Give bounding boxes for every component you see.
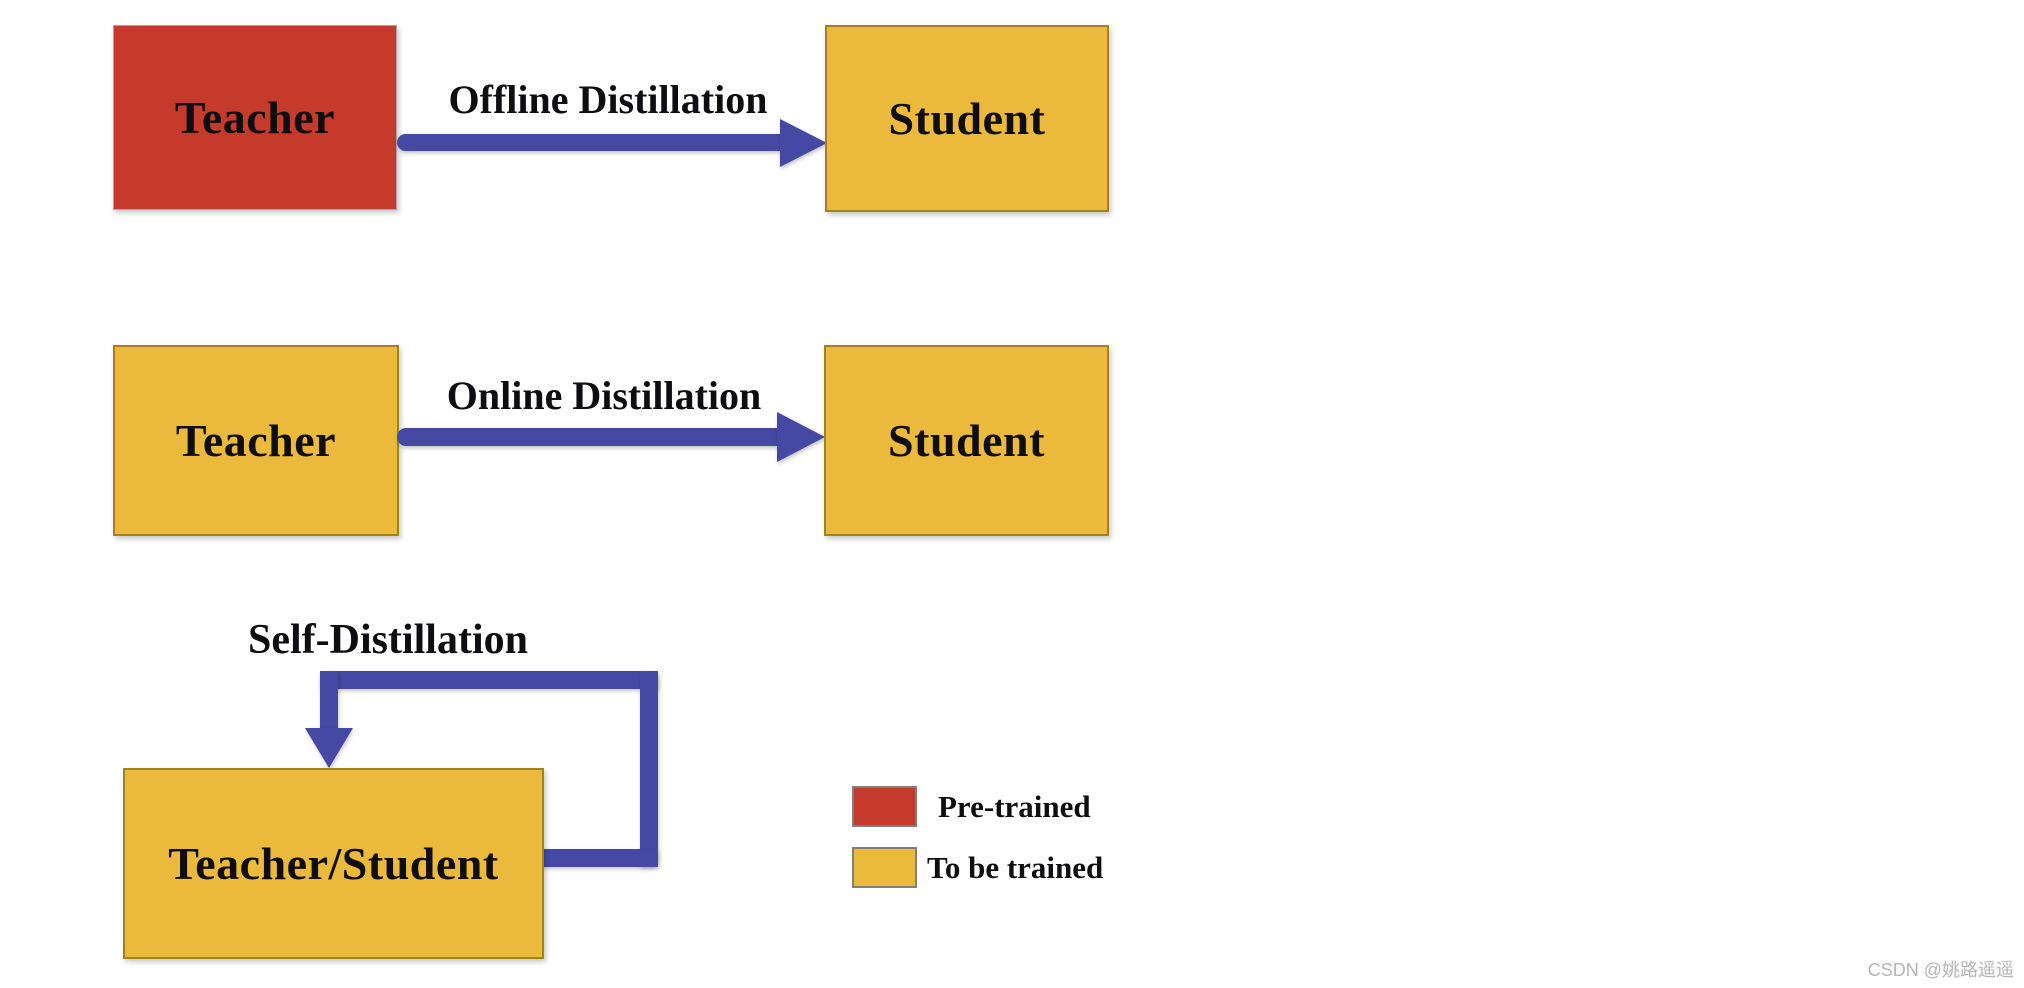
offline-arrow-head-icon bbox=[780, 119, 827, 167]
online-arrow-head-icon bbox=[777, 412, 825, 462]
offline-teacher-label: Teacher bbox=[174, 92, 336, 143]
online-teacher-label: Teacher bbox=[175, 415, 337, 466]
legend-pretrained-label: Pre-trained bbox=[938, 789, 1091, 824]
online-student-label: Student bbox=[888, 415, 1045, 466]
offline-teacher-box: Teacher bbox=[113, 25, 397, 210]
legend-tobetrained-label: To be trained bbox=[927, 850, 1104, 885]
teacher-student-label: Teacher/Student bbox=[168, 838, 499, 889]
self-loop-right-segment bbox=[640, 671, 658, 867]
online-teacher-box: Teacher bbox=[113, 345, 399, 536]
legend-pretrained-swatch bbox=[852, 786, 917, 827]
offline-distillation-label: Offline Distillation bbox=[448, 77, 768, 122]
self-loop-down-segment bbox=[320, 671, 338, 730]
legend-tobetrained-swatch bbox=[852, 847, 917, 888]
offline-student-box: Student bbox=[825, 25, 1109, 212]
teacher-student-box: Teacher/Student bbox=[123, 768, 544, 959]
self-loop-arrow-head-icon bbox=[305, 728, 353, 768]
self-distillation-label: Self-Distillation bbox=[248, 617, 528, 663]
offline-student-label: Student bbox=[888, 93, 1046, 144]
offline-arrow-shaft bbox=[397, 134, 781, 151]
csdn-watermark: CSDN @姚路遥遥 bbox=[1867, 960, 2014, 980]
online-arrow-shaft bbox=[397, 428, 778, 446]
self-loop-top-segment bbox=[320, 671, 658, 689]
online-distillation-label: Online Distillation bbox=[446, 373, 762, 418]
online-student-box: Student bbox=[824, 345, 1109, 536]
self-loop-bottom-segment bbox=[531, 849, 658, 867]
